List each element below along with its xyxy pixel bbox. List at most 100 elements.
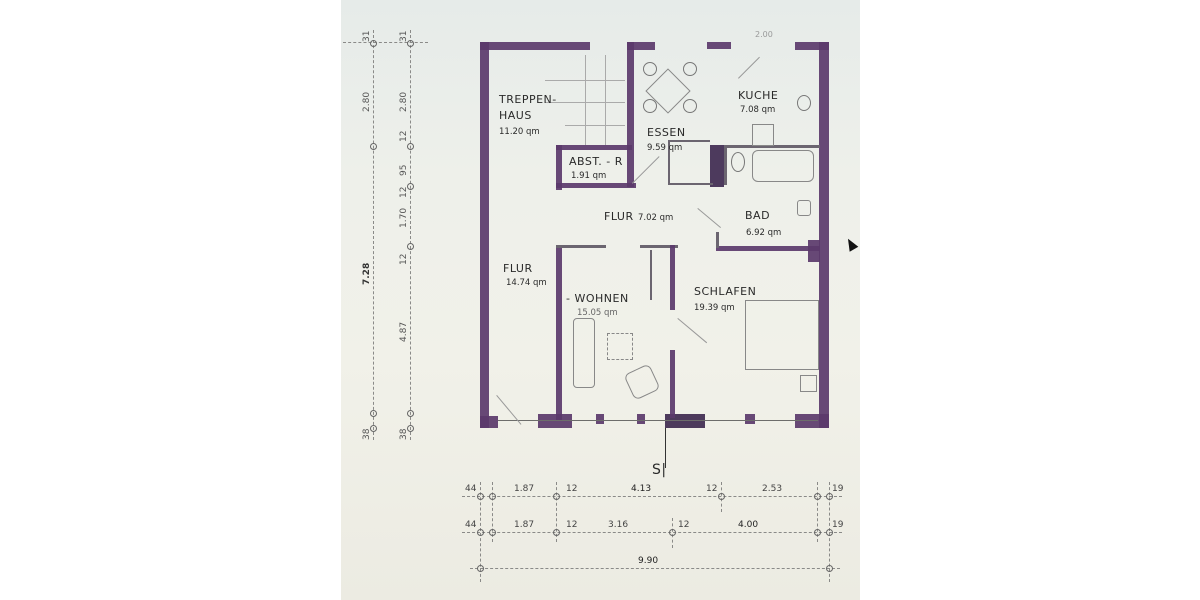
room-area-flur-small: 7.02 qm — [638, 213, 674, 223]
room-area-treppenhaus: 11.20 qm — [499, 127, 540, 137]
dim-left-inner-12a: 12 — [399, 130, 409, 142]
dim-node — [826, 565, 833, 572]
dim-left-inner-170: 1.70 — [399, 207, 409, 228]
wall-bottom-2 — [538, 414, 572, 428]
dim-node — [553, 529, 560, 536]
section-line — [665, 428, 666, 468]
bottom-dim-v3 — [556, 482, 557, 542]
dim-left-inner-31: 31 — [399, 30, 409, 42]
dim-node — [477, 493, 484, 500]
left-dim-top-line — [343, 42, 428, 43]
wall-wohnen-right-upper — [670, 245, 675, 310]
stair-line-3 — [565, 125, 625, 126]
nightstand — [800, 375, 817, 392]
dim-left-outer-280: 2.80 — [362, 91, 372, 112]
bed — [745, 300, 819, 370]
dim-node — [814, 493, 821, 500]
bottom-dim-v2 — [492, 482, 493, 542]
dim-bottom-r2-12a: 12 — [566, 520, 578, 530]
room-area-schlafen: 19.39 qm — [694, 303, 735, 313]
wall-wohnen-partition — [650, 250, 652, 300]
wall-bottom-4 — [637, 414, 645, 424]
bottom-dim-row2-line — [462, 532, 842, 533]
dim-node — [370, 40, 377, 47]
dim-bottom-r2-44: 44 — [465, 520, 477, 530]
dim-node — [814, 529, 821, 536]
dim-bottom-r1-12b: 12 — [706, 484, 718, 494]
wall-bath-bottom — [716, 246, 820, 251]
room-label-bad: BAD — [745, 209, 771, 222]
wall-essen-post — [668, 140, 670, 185]
wall-top-kitchen-left — [707, 42, 731, 49]
wall-wohnen-top — [556, 245, 606, 248]
wall-top-mid — [627, 42, 655, 50]
wall-wohnen-right-lower — [670, 350, 675, 418]
sofa — [573, 318, 595, 388]
wall-top-right — [795, 42, 829, 50]
wall-abst-top — [556, 145, 632, 150]
dim-bottom-r2-400: 4.00 — [738, 520, 759, 530]
room-label-treppenhaus-2: HAUS — [499, 109, 532, 122]
wall-bottom-3 — [596, 414, 604, 424]
dim-node — [553, 493, 560, 500]
dim-node — [407, 425, 414, 432]
dim-left-outer-38: 38 — [362, 428, 372, 440]
wall-bath-column — [710, 145, 724, 187]
room-label-flur-small: FLUR — [604, 210, 634, 223]
chair-3 — [643, 99, 657, 113]
toilet — [731, 152, 745, 172]
room-area-kuche: 7.08 qm — [740, 105, 776, 115]
dim-left-inner-487: 4.87 — [399, 321, 409, 342]
wall-kitchen-bath — [724, 145, 820, 148]
wall-bath-bottom-right — [808, 240, 820, 262]
bottom-dim-row1-line — [462, 496, 842, 497]
dim-node — [407, 243, 414, 250]
wall-bath-left — [724, 145, 727, 185]
dim-left-outer-728: 7.28 — [362, 262, 372, 285]
sink — [797, 95, 811, 111]
dim-bottom-total: 9.90 — [638, 556, 659, 566]
dim-node — [370, 425, 377, 432]
room-area-wohnen: 15.05 qm — [577, 308, 618, 318]
room-area-essen: 9.59 qm — [647, 143, 683, 153]
wall-right — [819, 42, 829, 428]
room-label-essen: ESSEN — [647, 126, 686, 139]
dim-node — [669, 529, 676, 536]
stair-line-5 — [605, 55, 606, 145]
stair-line-4 — [585, 55, 586, 145]
dim-left-outer-31: 31 — [362, 30, 372, 42]
dim-node — [477, 529, 484, 536]
stove — [752, 124, 774, 146]
room-label-schlafen: SCHLAFEN — [694, 285, 757, 298]
dim-bottom-r1-44: 44 — [465, 484, 477, 494]
wall-bottom-5 — [665, 414, 705, 428]
wall-abst-left — [556, 145, 562, 190]
washbasin — [797, 200, 811, 216]
dim-bottom-r1-413: 4.13 — [631, 484, 652, 494]
dim-bottom-r1-187: 1.87 — [514, 484, 535, 494]
wall-bath-door-jamb — [716, 232, 719, 248]
dim-node — [477, 565, 484, 572]
wall-abst-bottom — [556, 183, 636, 188]
dim-left-inner-38: 38 — [399, 428, 409, 440]
wall-top-left — [480, 42, 590, 50]
section-mark: S| — [652, 462, 667, 478]
top-dimension: 2.00 — [755, 30, 773, 39]
room-label-kuche: KUCHE — [738, 89, 779, 102]
bottom-dim-total-line — [470, 568, 840, 569]
room-label-flur-large: FLUR — [503, 262, 533, 275]
wall-stair-right — [627, 42, 634, 187]
wall-left — [480, 42, 489, 428]
room-area-abst: 1.91 qm — [571, 171, 607, 181]
dim-node — [489, 493, 496, 500]
dim-bottom-r2-316: 3.16 — [608, 520, 629, 530]
dim-left-inner-280: 2.80 — [399, 91, 409, 112]
chair-1 — [643, 62, 657, 76]
coffee-table — [607, 333, 633, 360]
dim-node — [407, 40, 414, 47]
bathtub — [752, 150, 814, 182]
wall-essen-bottom — [668, 183, 713, 185]
wall-bottom-6 — [745, 414, 755, 424]
wall-wohnen-top-right — [640, 245, 678, 248]
dim-left-inner-12c: 12 — [399, 253, 409, 265]
